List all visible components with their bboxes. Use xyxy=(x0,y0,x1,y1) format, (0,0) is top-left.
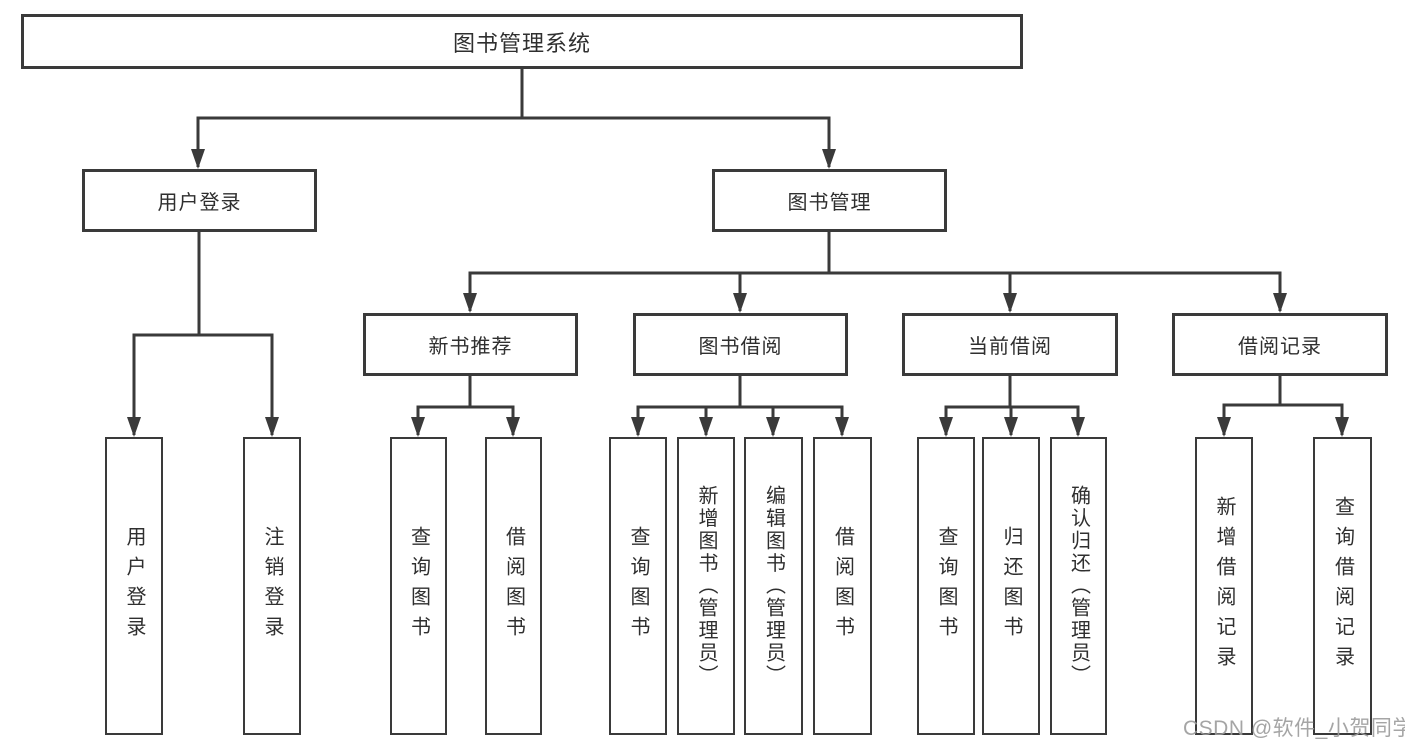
node-label: 借阅图书 xyxy=(831,526,854,646)
connector-group xyxy=(132,69,1344,435)
node-label: 编辑图书（管理员） xyxy=(762,485,785,687)
leaf-logout: 注销登录 xyxy=(243,437,301,735)
watermark: CSDN @软件_小贺同学 xyxy=(1183,717,1405,740)
node-label: 图书管理 xyxy=(787,192,872,214)
node-current-borrowing: 当前借阅 xyxy=(902,313,1118,376)
node-label: 借阅记录 xyxy=(1238,336,1322,358)
leaf-query-books-3: 查询图书 xyxy=(917,437,975,735)
node-label: 用户登录 xyxy=(157,192,242,214)
node-borrowing-records: 借阅记录 xyxy=(1172,313,1388,376)
node-user-login: 用户登录 xyxy=(82,169,317,232)
node-label: 新增图书（管理员） xyxy=(695,485,717,687)
node-label: 新书推荐 xyxy=(428,336,513,358)
node-label: 用户登录 xyxy=(123,526,145,646)
node-label: 当前借阅 xyxy=(968,336,1052,358)
node-label: 查询图书 xyxy=(627,526,649,646)
leaf-edit-books-admin: 编辑图书（管理员） xyxy=(744,437,803,735)
leaf-add-books-admin: 新增图书（管理员） xyxy=(677,437,735,735)
node-label: 查询图书 xyxy=(407,526,430,646)
node-label: 确认归还（管理员） xyxy=(1067,485,1090,687)
leaf-user-login: 用户登录 xyxy=(105,437,163,735)
leaf-confirm-return-admin: 确认归还（管理员） xyxy=(1050,437,1107,735)
leaf-return-books: 归还图书 xyxy=(982,437,1040,735)
node-book-management: 图书管理 xyxy=(712,169,947,232)
leaf-query-borrow-record: 查询借阅记录 xyxy=(1313,437,1372,735)
node-library-management-system: 图书管理系统 xyxy=(21,14,1023,69)
node-label: 查询借阅记录 xyxy=(1331,496,1354,676)
leaf-query-books-1: 查询图书 xyxy=(390,437,447,735)
node-label: 查询图书 xyxy=(935,526,957,646)
node-label: 新增借阅记录 xyxy=(1213,496,1235,676)
node-label: 归还图书 xyxy=(1000,526,1022,646)
leaf-borrow-books-1: 借阅图书 xyxy=(485,437,542,735)
node-book-borrowing: 图书借阅 xyxy=(633,313,848,376)
leaf-query-books-2: 查询图书 xyxy=(609,437,667,735)
leaf-borrow-books-2: 借阅图书 xyxy=(813,437,872,735)
node-label: 图书管理系统 xyxy=(452,30,591,56)
node-label: 图书借阅 xyxy=(698,336,783,358)
node-new-book-recommendation: 新书推荐 xyxy=(363,313,578,376)
node-label: 借阅图书 xyxy=(502,526,525,646)
leaf-add-borrow-record: 新增借阅记录 xyxy=(1195,437,1253,735)
node-label: 注销登录 xyxy=(261,526,283,646)
arrowheads-group xyxy=(127,149,1349,437)
